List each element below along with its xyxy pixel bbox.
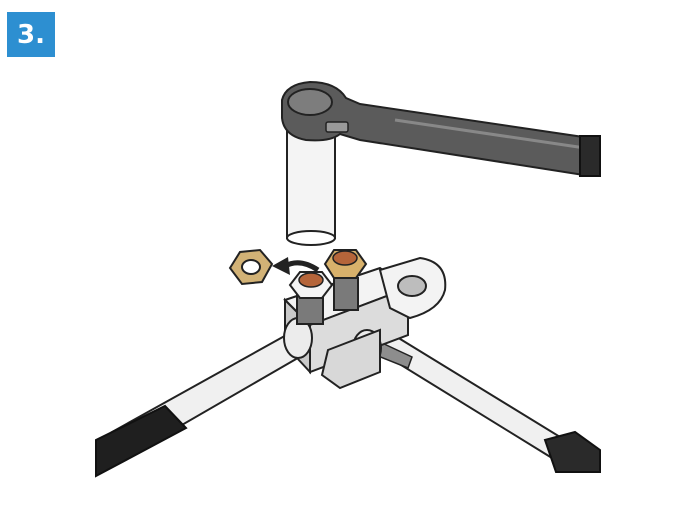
eye-lug-icon	[378, 256, 447, 320]
brass-nut-icon	[323, 249, 368, 279]
right-handle-icon	[377, 332, 601, 473]
step-number: 3.	[17, 19, 45, 50]
ratchet-wrench-icon	[281, 80, 601, 177]
left-handle-icon	[95, 331, 305, 478]
socket-icon	[286, 129, 336, 246]
nut-icon	[288, 271, 334, 299]
step-badge: 3.	[7, 12, 55, 57]
loose-brass-nut-icon	[228, 248, 274, 286]
rotation-arrow-icon	[272, 257, 320, 275]
